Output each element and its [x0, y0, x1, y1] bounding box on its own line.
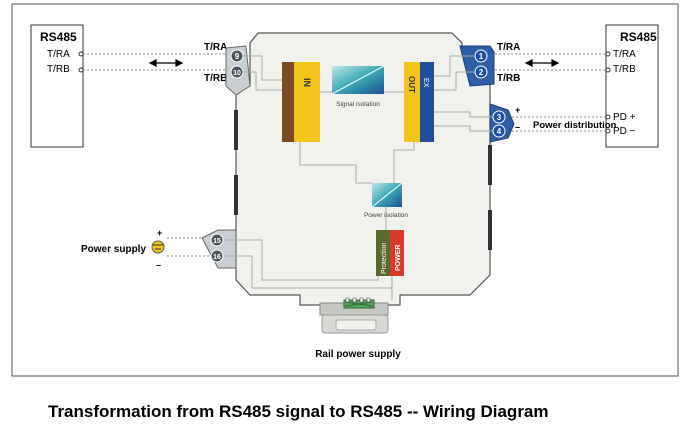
power-bar [390, 230, 404, 276]
rail-connector [319, 297, 389, 334]
power-label: POWER [395, 245, 402, 271]
terminal-9-label: 9 [235, 52, 240, 61]
power-supply-icon [151, 240, 165, 254]
wiring-diagram: RS485 T/RA T/RB RS485 T/RA T/RB PD + PD … [11, 3, 679, 377]
protection-label: Protection [381, 242, 388, 274]
in-label: IN [302, 78, 312, 87]
right-rs485-box [605, 24, 659, 148]
signal-isolation-label: Signal isolation [336, 101, 380, 108]
power-distribution-label: Power distribution [533, 120, 617, 131]
right-port-pdp-dot [605, 114, 611, 120]
terminal-15-label: 15 [213, 238, 221, 245]
power-distribution-plus: + [515, 105, 520, 115]
left-wire-label-trb: T/RB [204, 73, 227, 84]
in-brown-bar [282, 62, 294, 142]
power-supply-plus: + [157, 228, 162, 238]
right-port-tra: T/RA [613, 49, 636, 60]
internal-wires [224, 55, 492, 300]
left-double-arrow [148, 59, 184, 67]
left-port-tra-dot [78, 51, 84, 57]
left-wire-label-tra: T/RA [204, 42, 227, 53]
terminal-2 [474, 65, 488, 79]
right-double-arrow [524, 59, 560, 67]
diagram-frame [11, 3, 679, 377]
right-port-pd-minus: PD − [613, 126, 636, 137]
right-port-tra-dot [605, 51, 611, 57]
diagram-caption: Transformation from RS485 signal to RS48… [48, 402, 549, 421]
terminal-1 [474, 49, 488, 63]
left-rs485-box [30, 24, 84, 148]
terminal-15 [210, 233, 224, 247]
rail-power-supply-label: Rail power supply [315, 349, 401, 360]
power-distribution-minus: – [515, 122, 520, 132]
module-clip-right-bottom [488, 210, 492, 250]
right-port-trb: T/RB [613, 64, 636, 75]
right-rs485-title: RS485 [620, 30, 657, 44]
left-rs485-title: RS485 [40, 30, 77, 44]
signal-isolation-diagonal [331, 65, 385, 95]
protection-bar [376, 230, 390, 276]
right-wire-label-trb: T/RB [497, 73, 520, 84]
out-label: OUT [407, 76, 416, 93]
module-clip-right-top [488, 145, 492, 185]
power-supply-minus: – [156, 260, 161, 270]
terminal-4 [492, 124, 506, 138]
out-yellow-bar [404, 62, 420, 142]
in-yellow-bar [294, 62, 320, 142]
power-supply-label: Power supply [81, 244, 146, 255]
right-wire-label-tra: T/RA [497, 42, 520, 53]
terminal-4-label: 4 [497, 127, 502, 136]
power-isolation-diagonal [371, 182, 403, 208]
ex-label: EX [422, 78, 429, 88]
terminal-2-label: 2 [479, 68, 484, 77]
right-port-pd-plus: PD + [613, 112, 636, 123]
right-port-trb-dot [605, 67, 611, 73]
terminal-10-label: 10 [233, 70, 241, 77]
terminal-1-label: 1 [479, 52, 484, 61]
terminal-3 [492, 110, 506, 124]
left-port-tra: T/RA [47, 49, 70, 60]
terminal-16 [210, 249, 224, 263]
terminal-3-label: 3 [497, 113, 502, 122]
ex-blue-bar [420, 62, 434, 142]
power-isolation-label: Power isolation [364, 212, 408, 219]
module-clip-left-top [234, 110, 238, 150]
left-port-trb-dot [78, 67, 84, 73]
terminal-16-label: 16 [213, 254, 221, 261]
module-clip-left-bottom [234, 175, 238, 215]
left-port-trb: T/RB [47, 64, 70, 75]
